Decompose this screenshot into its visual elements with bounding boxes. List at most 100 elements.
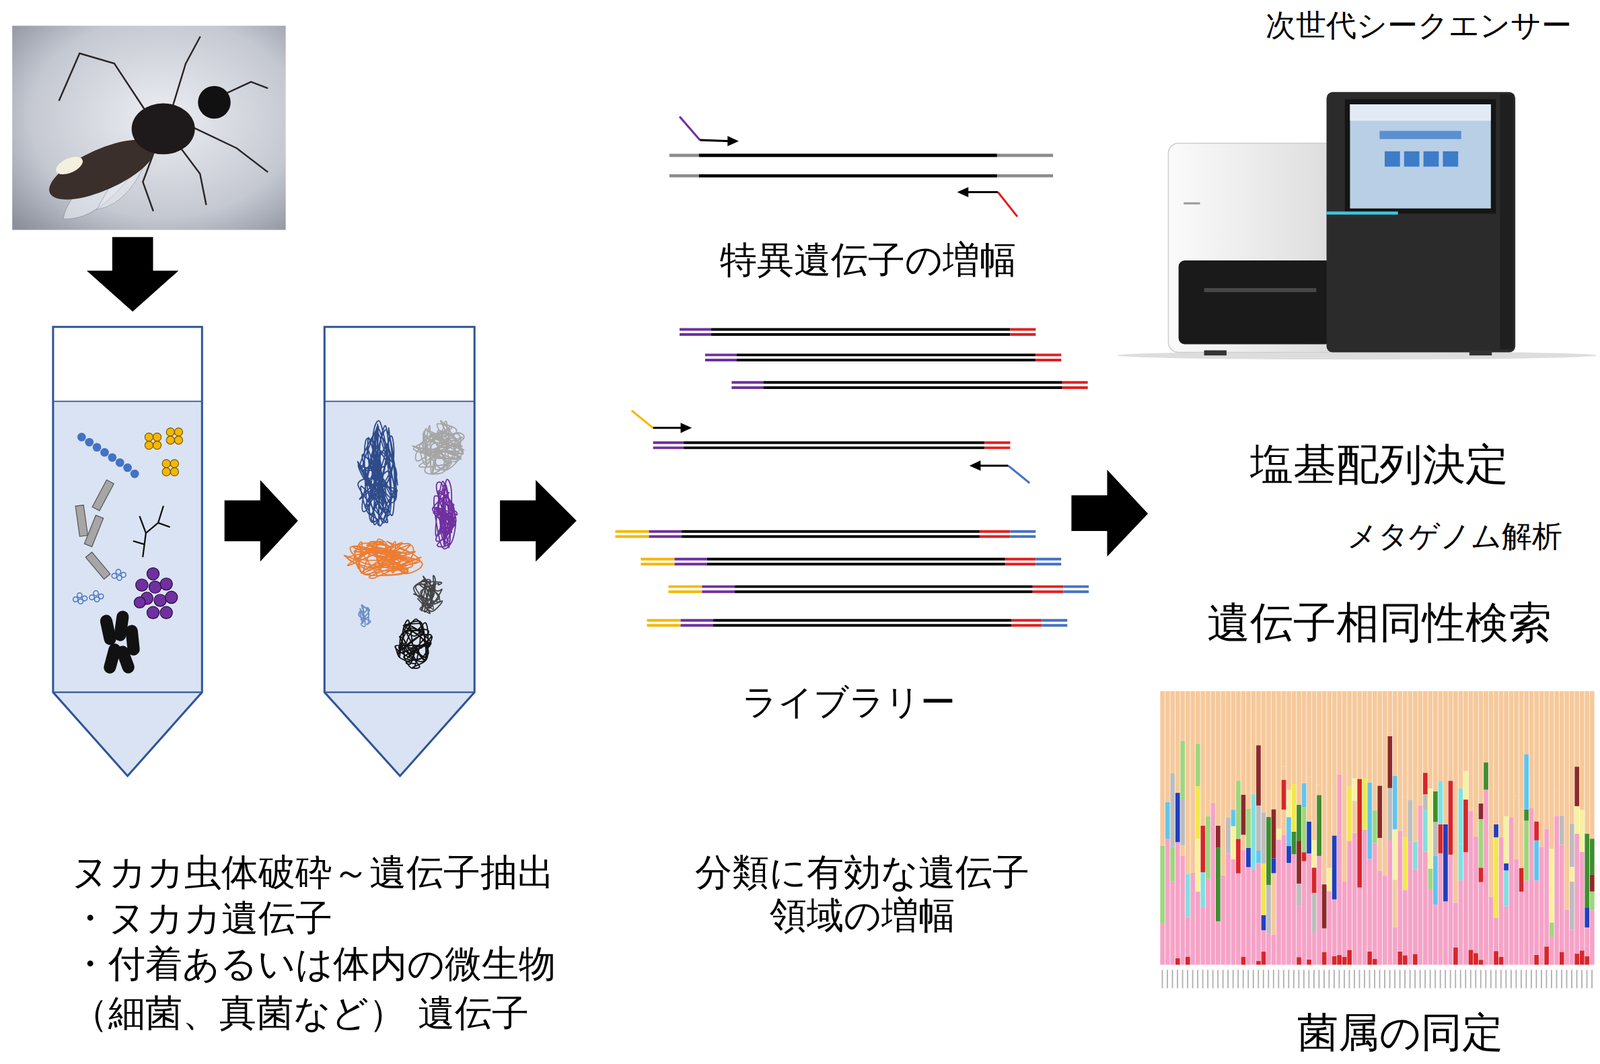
- dna-strand: [707, 562, 1006, 566]
- axis-tick-mark: [1338, 969, 1341, 988]
- bar-segment: [1478, 882, 1484, 960]
- bar-segment: [1569, 822, 1575, 867]
- axis-tick-mark: [1540, 969, 1543, 988]
- bar-segment: [1251, 691, 1257, 794]
- microbes-part-part: [170, 459, 179, 468]
- bar-segment: [1286, 862, 1292, 965]
- bar-segment: [1195, 691, 1201, 744]
- dna-strand: [649, 534, 683, 538]
- axis-tick-mark: [1454, 969, 1457, 988]
- bar-segment: [1190, 691, 1195, 873]
- bar-segment: [1235, 691, 1241, 781]
- bar-segment: [1372, 691, 1378, 811]
- microbes-part-part: [93, 590, 99, 596]
- bar-segment: [1589, 838, 1595, 875]
- bar-segment: [1519, 891, 1524, 965]
- axis-tick-mark: [1242, 969, 1245, 988]
- bar-segment: [1589, 874, 1595, 891]
- bar-segment: [1523, 880, 1529, 965]
- bar-segment: [1458, 787, 1464, 844]
- bar-segment: [1397, 951, 1403, 965]
- midge-photo-part: [197, 86, 231, 120]
- axis-tick-mark: [1591, 969, 1593, 988]
- bar-segment: [1539, 691, 1545, 847]
- dna-strand: [649, 530, 683, 533]
- bar-segment: [1544, 828, 1549, 947]
- axis-tick-mark: [1363, 969, 1366, 988]
- microbes-part-part: [84, 438, 94, 447]
- dna-strand: [979, 530, 1010, 533]
- bar-segment: [1402, 837, 1408, 890]
- axis-tick-mark: [1510, 969, 1512, 988]
- microbes-part-part: [92, 442, 102, 452]
- dna-strand: [653, 441, 684, 445]
- bar-segment: [1377, 870, 1383, 965]
- result-label: 菌属の同定: [1297, 1008, 1504, 1057]
- bar-segment: [1534, 820, 1539, 840]
- bar-segment: [1428, 888, 1434, 965]
- midge-photo-part-part: [193, 127, 268, 172]
- bar-segment: [1352, 691, 1358, 778]
- sample-tube-part: [53, 401, 202, 403]
- bar-segment: [1574, 806, 1580, 834]
- bar-segment: [1453, 947, 1459, 965]
- bar-segment: [1296, 883, 1302, 906]
- bar-segment: [1372, 810, 1378, 843]
- dna-strand: [734, 585, 1033, 589]
- dna-strand: [1011, 623, 1042, 627]
- bar-segment: [1423, 851, 1428, 965]
- axis-tick-mark: [1182, 969, 1184, 988]
- bar-segment: [1266, 816, 1271, 885]
- microbes-part-part: [130, 469, 140, 479]
- bar-segment: [1367, 858, 1372, 952]
- bar-segment: [1291, 691, 1297, 784]
- dna-strands: [631, 116, 1053, 483]
- bar-segment: [1312, 691, 1317, 840]
- bar-segment: [1221, 875, 1226, 965]
- bar-segment: [1180, 855, 1185, 965]
- bar-segment: [1316, 691, 1322, 785]
- microbes-part-part: [174, 427, 183, 436]
- dna-strand: [1009, 333, 1036, 336]
- axis-tick-mark: [1484, 969, 1487, 988]
- axis-tick-mark: [1536, 969, 1538, 988]
- dna-strand: [1041, 623, 1068, 627]
- axis-tick-mark: [1520, 969, 1522, 988]
- dna-strand: [1032, 590, 1064, 593]
- flow-arrows-part: [1071, 469, 1148, 557]
- dna-strand: [1063, 590, 1089, 593]
- axis-tick-mark: [1313, 969, 1315, 988]
- extract-tube-part: [324, 326, 475, 402]
- bar-segment: [1402, 889, 1408, 955]
- axis-tick-mark: [1257, 969, 1259, 988]
- dna-tangle: [432, 479, 458, 549]
- bar-segment: [1453, 902, 1459, 948]
- dna-strands-part: [1007, 465, 1030, 484]
- bar-segment: [1423, 772, 1428, 794]
- bar-segment: [1231, 809, 1236, 826]
- bar-segment: [1241, 691, 1247, 795]
- dna-strand: [734, 590, 1033, 593]
- bar-segment: [1574, 691, 1580, 767]
- axis-tick-mark: [1359, 969, 1361, 988]
- dna-tangle: [344, 538, 423, 578]
- dna-strands-part: [699, 154, 998, 158]
- bar-segment: [1326, 691, 1332, 868]
- bar-segment: [1235, 838, 1241, 873]
- axis-tick-mark: [1303, 969, 1305, 988]
- extract-tube: [324, 326, 475, 776]
- flow-arrows-part: [499, 479, 577, 562]
- sample-tube-part: [53, 401, 202, 692]
- dna-strand: [713, 623, 1012, 627]
- bar-segment: [1301, 851, 1307, 861]
- dna-strands-part: [669, 174, 1053, 178]
- microbes-part: [133, 567, 177, 620]
- microbes-part-part: [92, 479, 114, 511]
- axis-tick-mark: [1586, 969, 1588, 988]
- extract-tube-part: [324, 326, 475, 776]
- sequencer-machine-part: [1326, 211, 1399, 215]
- bar-segment: [1392, 927, 1398, 965]
- bar-segment: [1458, 880, 1464, 965]
- axis-tick-mark: [1307, 969, 1310, 988]
